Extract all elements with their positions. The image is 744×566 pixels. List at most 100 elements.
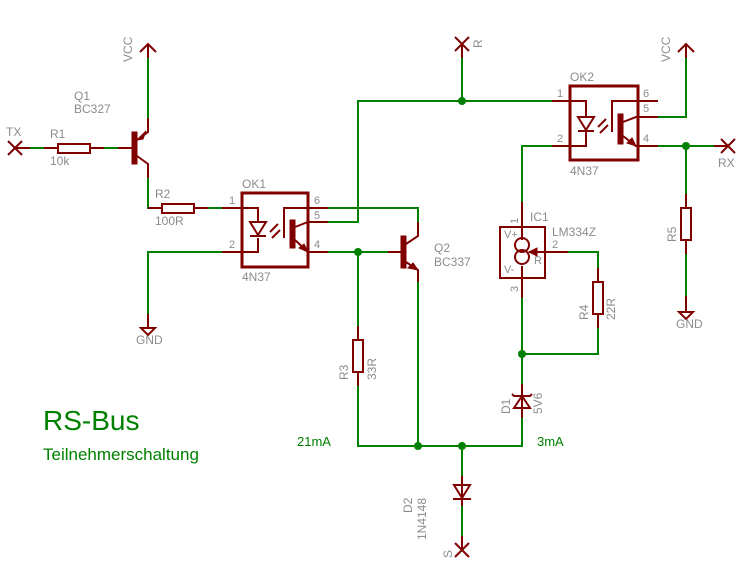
- resistor-icon: [592, 281, 604, 315]
- r2-name: R2: [155, 187, 171, 201]
- d1-name: D1: [499, 398, 513, 414]
- wire-ok1-pin5-r: [328, 100, 568, 223]
- junctions: [354, 97, 690, 450]
- r1-name: R1: [50, 127, 66, 141]
- zener-diode-d1[interactable]: D1 5V6: [499, 384, 545, 418]
- resistor-r5[interactable]: R5: [665, 194, 692, 254]
- resistor-icon: [57, 143, 91, 154]
- resistor-r3[interactable]: R3 33R: [337, 326, 379, 386]
- current-label-right: 3mA: [537, 434, 564, 449]
- q2-name: Q2: [434, 241, 450, 255]
- wire-ic1-r4: [568, 251, 599, 268]
- resistor-r1[interactable]: R1 10k: [44, 127, 104, 168]
- ok1-body: [240, 191, 310, 269]
- q1-leads: [136, 118, 149, 178]
- r3-value: 33R: [365, 358, 379, 380]
- phototransistor-icon: [617, 113, 624, 145]
- port-rx[interactable]: RX: [714, 138, 736, 170]
- diode-d2[interactable]: D2 1N4148: [401, 476, 472, 540]
- ic1-vplus: V+: [504, 229, 518, 241]
- ok2-pin1: 1: [557, 88, 563, 100]
- ok1-pin6: 6: [314, 195, 320, 207]
- port-tx[interactable]: TX: [6, 125, 30, 156]
- gnd1-label: GND: [136, 333, 163, 347]
- gnd-icon: [138, 314, 158, 337]
- s-label: S: [441, 550, 455, 558]
- diode-icon: [452, 484, 472, 500]
- ok1-arrow: [298, 243, 310, 254]
- vcc-arrow-icon: [677, 42, 695, 58]
- gnd1-supply: GND: [136, 314, 163, 347]
- ic1-arrow: [527, 247, 538, 257]
- led-icon: [248, 221, 268, 237]
- d1-bar: [511, 393, 533, 397]
- q1-arrow: [135, 130, 147, 141]
- ok1-base-lead: [283, 207, 308, 238]
- ic1-value: LM334Z: [552, 225, 596, 239]
- zener-diode-icon: [512, 394, 532, 409]
- ok2-body: [568, 84, 640, 162]
- vcc2-label: VCC: [659, 36, 673, 62]
- current-source-icon-lower: [514, 249, 530, 265]
- wire-ok2-vcc2: [658, 58, 687, 118]
- junction-d2: [458, 442, 466, 450]
- junction-r: [458, 97, 466, 105]
- transistor-q2[interactable]: Q2 BC337: [388, 222, 471, 282]
- ok2-pin4: 4: [643, 133, 649, 145]
- wire-bottom-bus: [357, 386, 523, 447]
- optocoupler-ok2[interactable]: OK2 4N37 1 2 6 5 4: [552, 70, 658, 178]
- ok1-pin1: 1: [229, 195, 235, 207]
- ic1-name: IC1: [530, 210, 549, 224]
- q1-value: BC327: [74, 102, 111, 116]
- ok1-pin5: 5: [314, 210, 320, 222]
- ic1-pin3: 3: [509, 286, 521, 292]
- port-r[interactable]: R: [454, 36, 485, 58]
- light-arrows-icon: [269, 223, 281, 239]
- vcc2-supply: VCC: [659, 36, 695, 62]
- gnd-icon: [676, 296, 696, 321]
- ic1-pin2: 2: [552, 239, 558, 251]
- vcc1-supply: VCC: [121, 36, 157, 62]
- ok2-arrow: [626, 137, 637, 147]
- current-label-left: 21mA: [297, 434, 331, 449]
- r1-value: 10k: [50, 154, 70, 168]
- r4-name: R4: [577, 304, 591, 320]
- port-s[interactable]: S: [441, 536, 470, 558]
- ok2-led-leads: [552, 100, 587, 147]
- light-arrows-icon: [597, 118, 609, 134]
- ok1-transistor-leads: [294, 207, 328, 253]
- junction-d1: [518, 350, 526, 358]
- junction-q2-emitter: [414, 442, 422, 450]
- r-label: R: [471, 39, 485, 48]
- s-port-icon: [454, 536, 470, 558]
- ok1-led-leads: [222, 207, 259, 253]
- r4-value: 22R: [604, 298, 618, 320]
- ok2-pin2: 2: [557, 133, 563, 145]
- d2-value: 1N4148: [415, 498, 429, 540]
- junction-q2-base: [354, 248, 362, 256]
- r-port-icon: [454, 36, 470, 58]
- rx-label: RX: [718, 156, 735, 170]
- transistor-npn-icon: [400, 235, 407, 269]
- q2-value: BC337: [434, 255, 471, 269]
- wire-ok1-pin6-q2: [328, 207, 419, 222]
- ok2-pin5: 5: [643, 103, 649, 115]
- r3-name: R3: [337, 364, 351, 380]
- current-source-ic1[interactable]: V+ V- R 1 2 3 IC1 LM334Z: [499, 202, 596, 298]
- resistor-r4[interactable]: R4 22R: [577, 268, 618, 328]
- phototransistor-icon: [289, 219, 296, 249]
- optocoupler-ok1[interactable]: OK1 4N37 1 2 6 5 4: [222, 177, 328, 284]
- ok2-value: 4N37: [570, 164, 599, 178]
- resistor-r2[interactable]: R2 100R: [148, 187, 208, 228]
- junction-rx: [682, 142, 690, 150]
- ok1-name: OK1: [242, 177, 266, 191]
- vcc-arrow-icon: [139, 42, 157, 58]
- ic1-r-pin: R: [534, 255, 542, 267]
- transistor-q1[interactable]: Q1 BC327: [74, 89, 149, 178]
- tx-port-icon: [7, 140, 30, 156]
- ic1-pin1: 1: [509, 218, 521, 224]
- transistor-pnp-icon: [131, 131, 138, 165]
- vcc1-label: VCC: [121, 36, 135, 62]
